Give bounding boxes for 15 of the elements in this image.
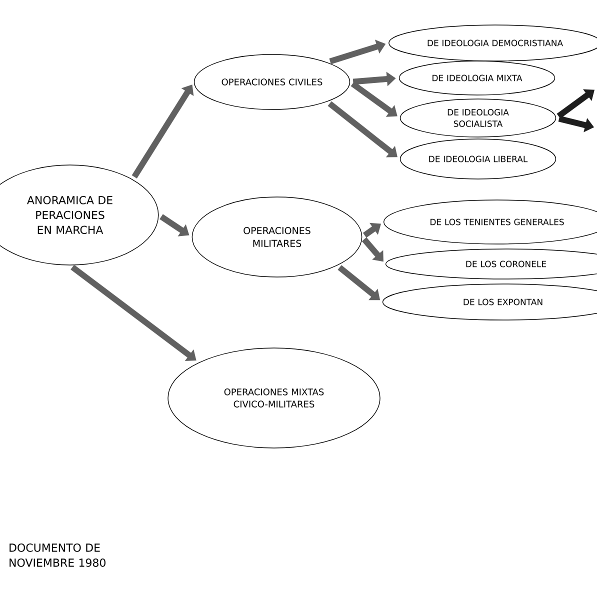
arrow (328, 101, 398, 158)
cloud-bubble: OPERACIONES MIXTAS CIVICO-MILITARES (168, 348, 380, 448)
cloud-bubble: DE IDEOLOGIA SOCIALISTA (400, 98, 556, 138)
cloud-bubble: OPERACIONES CIVILES (194, 54, 350, 110)
cloud-bubble: DE LOS CORONELE (385, 248, 597, 280)
arrow (350, 81, 398, 117)
cloud-bubble: DE IDEOLOGIA MIXTA (398, 60, 556, 96)
arrow (70, 264, 196, 361)
cloud-bubble: OPERACIONES MILITARES (192, 196, 362, 278)
cloud-bubble: DE IDEOLOGIA DEMOCRISTIANA (388, 24, 597, 62)
cloud-bubble: DE LOS EXPONTAN (382, 284, 597, 320)
cloud-bubble: DE IDEOLOGIA LIBERAL (400, 138, 556, 180)
cloud-bubble: DE LOS TENIENTES GENERALES (384, 200, 597, 244)
cloud-bubble: ANORAMICA DE PERACIONES EN MARCHA (0, 164, 159, 266)
note-text: DOCUMENTO DE NOVIEMBRE 1980 (10, 544, 106, 567)
